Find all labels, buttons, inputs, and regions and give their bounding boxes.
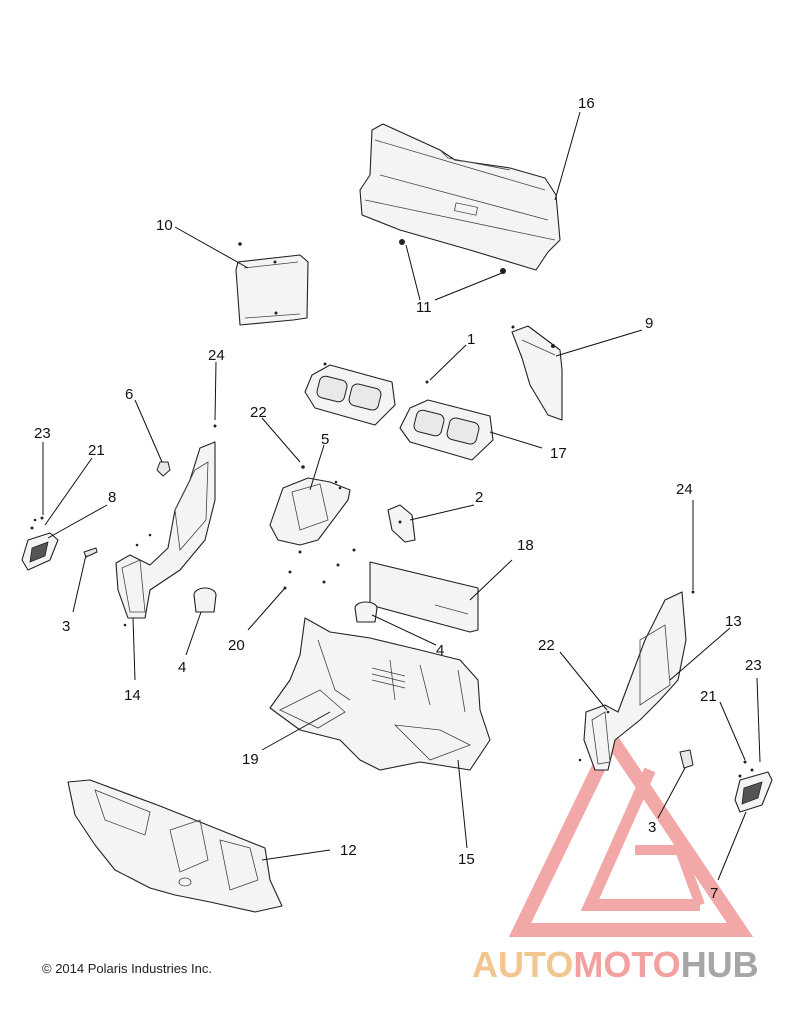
- part-3-pin-left: [83, 547, 98, 558]
- callout-22-left: 22: [250, 404, 267, 421]
- part-16-rear-bulkhead: [359, 123, 561, 274]
- part-8-latch-left: [21, 516, 59, 571]
- part-4-plug-center: [354, 601, 378, 623]
- watermark-logo-text: AUTOMOTOHUB: [472, 944, 759, 986]
- callout-6: 6: [125, 386, 133, 403]
- callout-24-right: 24: [676, 481, 693, 498]
- callout-22-right: 22: [538, 637, 555, 654]
- callout-12: 12: [340, 842, 357, 859]
- part-18-panel: [283, 548, 479, 633]
- part-9-right-panel: [511, 325, 563, 421]
- callout-24-left: 24: [208, 347, 225, 364]
- callout-18: 18: [517, 537, 534, 554]
- copyright-text: © 2014 Polaris Industries Inc.: [42, 961, 212, 976]
- part-12-lower-assembly: [67, 779, 283, 913]
- callout-11: 11: [416, 299, 432, 316]
- part-5-center-bracket: [269, 465, 351, 554]
- part-cupholder-tray-upper: [304, 362, 429, 426]
- part-2-small-bracket: [387, 504, 416, 543]
- callout-23-right: 23: [745, 657, 762, 674]
- callout-8: 8: [108, 489, 116, 506]
- callout-23-left: 23: [34, 425, 51, 442]
- callout-21-right: 21: [700, 688, 717, 705]
- part-4-plug-left: [193, 587, 217, 613]
- callout-20: 20: [228, 637, 245, 654]
- callout-17: 17: [550, 445, 567, 462]
- callout-10: 10: [156, 217, 173, 234]
- watermark-moto: MOTO: [573, 944, 681, 985]
- part-7-latch-right: [734, 760, 773, 813]
- callout-7: 7: [710, 885, 718, 902]
- part-6-clip: [156, 461, 171, 477]
- callout-4-left: 4: [178, 659, 186, 676]
- callout-16: 16: [578, 95, 595, 112]
- watermark-logo-triangle: [508, 725, 754, 937]
- callout-labels: 16 10 11 9 1 24 6 22 5 17 23 21 8 2 24 1…: [34, 95, 762, 902]
- callout-3-left: 3: [62, 618, 70, 635]
- callout-14: 14: [124, 687, 141, 704]
- part-14-left-side-trim: [115, 424, 217, 627]
- leader-lines: [42, 111, 761, 881]
- callout-5: 5: [321, 431, 329, 448]
- callout-3-right: 3: [648, 819, 656, 836]
- part-3-pin-right: [679, 749, 694, 769]
- part-13-right-side-trim: [578, 590, 695, 771]
- callout-9: 9: [645, 315, 653, 332]
- watermark-auto: AUTO: [472, 944, 574, 985]
- callout-19: 19: [242, 751, 259, 768]
- callout-1: 1: [467, 331, 475, 348]
- callout-15: 15: [458, 851, 475, 868]
- part-17-cupholder-tray: [399, 399, 494, 461]
- part-floor-tray: [269, 617, 491, 771]
- callout-2: 2: [475, 489, 483, 506]
- part-10-left-panel: [235, 242, 309, 326]
- watermark-hub: HUB: [680, 944, 759, 985]
- callout-4-center: 4: [436, 642, 444, 659]
- callout-13: 13: [725, 613, 742, 630]
- callout-21-left: 21: [88, 442, 105, 459]
